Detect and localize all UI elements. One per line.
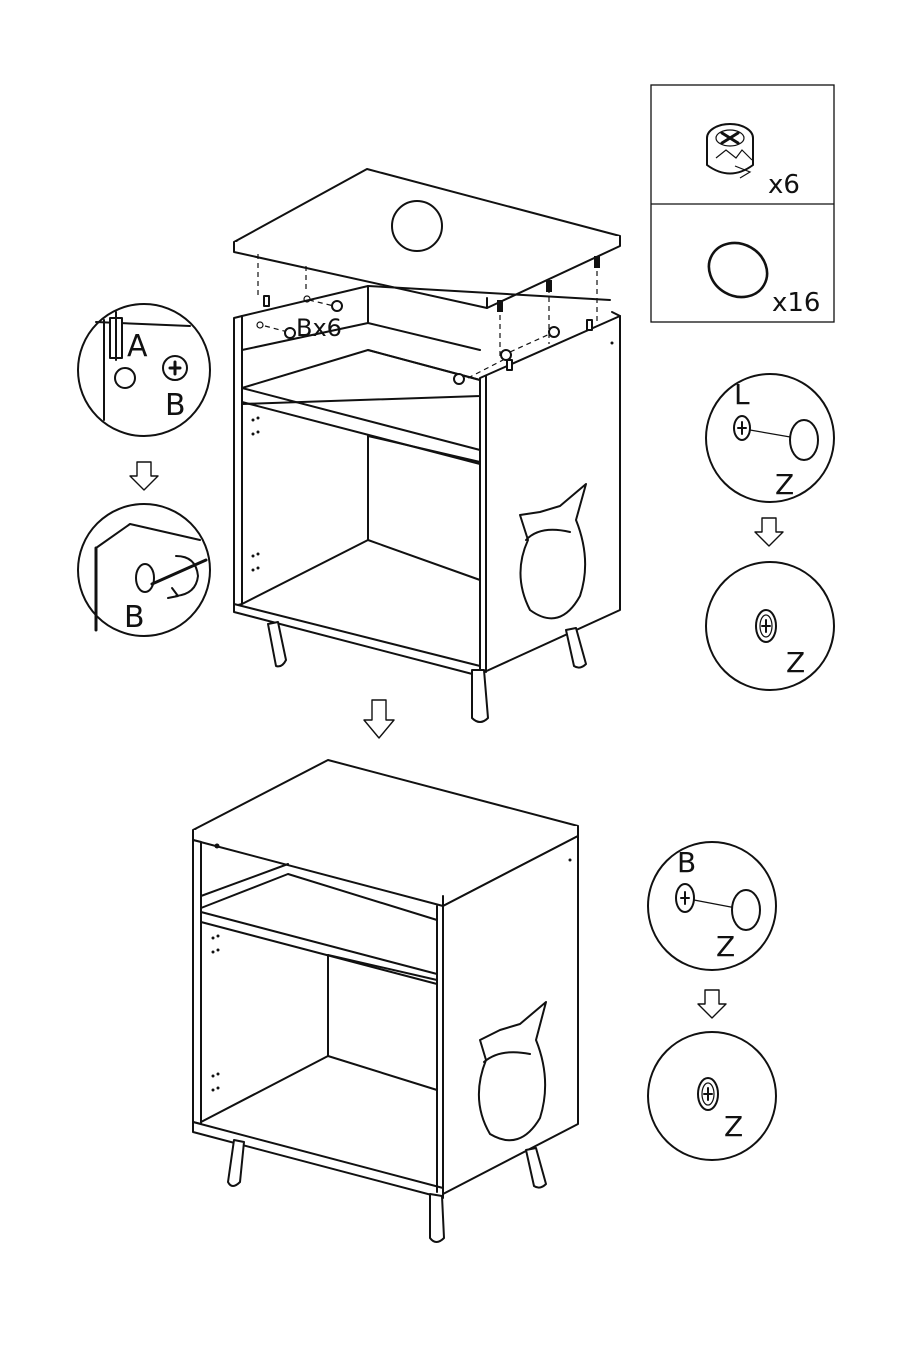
part-label-b: B <box>165 388 186 423</box>
part-label-z-cap-result: Z <box>724 1110 743 1143</box>
cabinet-exploded: Bx6 <box>234 169 620 722</box>
cover-cap-icon <box>699 232 777 307</box>
part-label-b-cap: B <box>677 846 696 879</box>
arrow-down-icon <box>755 518 783 546</box>
part-label-z: Z <box>775 468 794 501</box>
cam-detail-tighten: B <box>78 504 210 636</box>
cap-qty: x16 <box>772 288 820 318</box>
arrow-down-icon <box>698 990 726 1018</box>
cam-lock-icon <box>707 124 753 178</box>
part-label-z-result: Z <box>786 646 805 679</box>
part-label-a: A <box>127 329 148 364</box>
cap-detail-b: B Z <box>648 842 776 970</box>
arrow-down-icon <box>130 462 158 490</box>
cam-detail-insert: A B <box>78 304 210 436</box>
part-label-b-tighten: B <box>124 600 145 635</box>
cam-lock-qty: x6 <box>768 170 800 200</box>
arrow-down-icon <box>364 700 394 738</box>
cap-detail-l-result: Z <box>706 562 834 690</box>
cam-lock-callout: Bx6 <box>296 314 342 342</box>
part-label-l: L <box>734 378 750 411</box>
parts-box: x6 x16 <box>651 85 834 322</box>
cap-detail-b-result: Z <box>648 1032 776 1160</box>
cap-detail-l: L Z <box>706 374 834 502</box>
cabinet-assembled <box>193 760 578 1242</box>
part-label-z-cap: Z <box>716 930 735 963</box>
top-hole <box>392 201 442 251</box>
